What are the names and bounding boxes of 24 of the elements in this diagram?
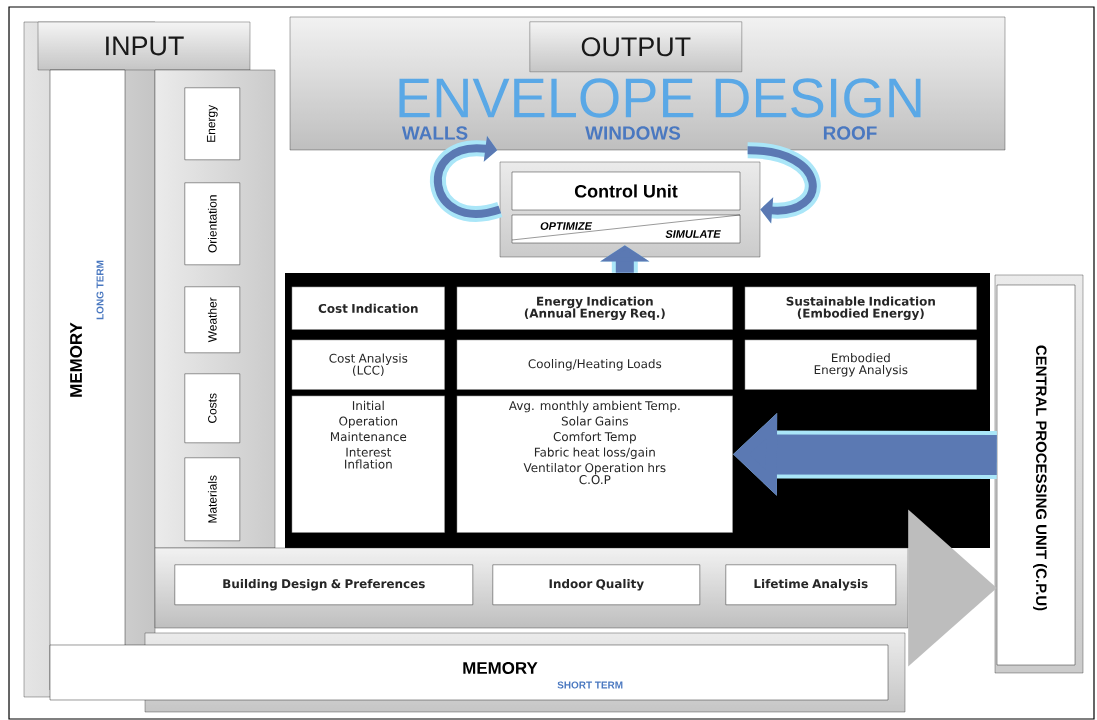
input-box: Costs [184,373,240,443]
arrow-head [908,509,997,667]
table-cell: Sustainable Indication (Embodied Energy) [744,286,977,330]
input-box: Materials [184,457,240,541]
table-cell: Embodied Energy Analysis [744,339,977,390]
input-box: Weather [184,286,240,353]
parameter-box: Building Design & Preferences [174,564,473,605]
memory-band: MEMORY SHORT TERM [49,644,889,701]
title-tab: OUTPUT [529,21,742,72]
table-cell: Avg. monthly ambient Temp. Solar Gains Comfort Temp Fabric heat loss/gain Ventilator Operation hrs C.O.P [456,395,733,533]
table-cell: Cost Indication [291,286,445,330]
table-cell: Initial Operation Maintenance Interest Inflation [291,395,445,533]
parameter-box: Lifetime Analysis [725,564,896,605]
table-cell: Energy Indication (Annual Energy Req.) [456,286,733,330]
title-tab: INPUT [37,21,251,71]
input-box: Energy [184,87,240,160]
control-unit-box: Control Unit OPTIMIZE SIMULATE [499,161,761,258]
memory-band: MEMORY LONG TERM [49,69,126,691]
table-cell: Cooling/Heating Loads [456,339,733,390]
curved-arrow [430,135,502,222]
cpu-box: CENTRAL PROCESSING UNIT (C.P.U) [996,284,1076,666]
parameter-box: Indoor Quality [492,564,700,605]
table-cell: Cost Analysis (LCC) [291,339,445,390]
input-box: Orientation [184,182,240,265]
